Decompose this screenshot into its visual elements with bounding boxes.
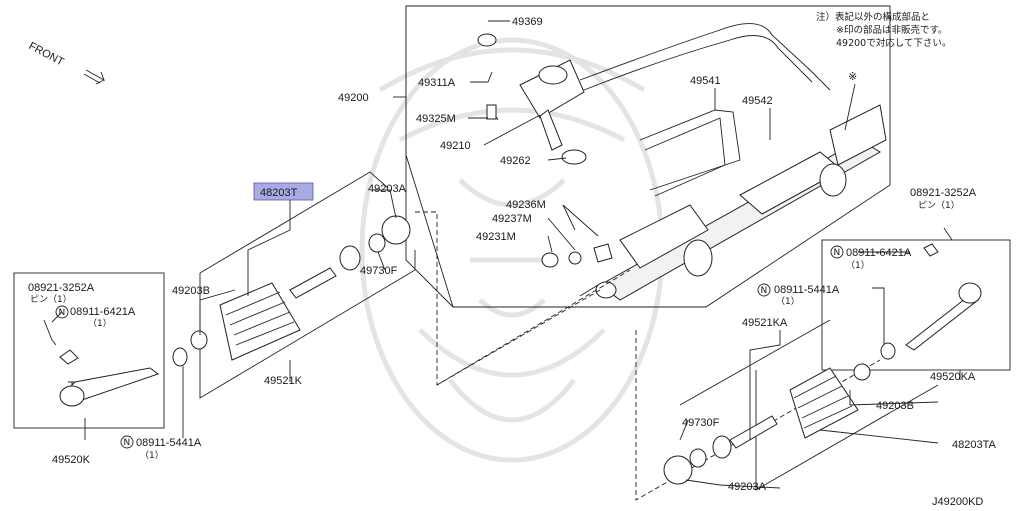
note-line-1: 注）表記以外の構成部品と	[816, 11, 930, 23]
nut-symbol-icon	[120, 435, 134, 449]
label-49325M[interactable]: 49325M	[416, 113, 456, 125]
label-49311A[interactable]: 49311A	[418, 77, 456, 89]
label-left-bottom-nut[interactable]: 08911-5441A	[136, 437, 202, 449]
label-right-mid-nut[interactable]: 08911-5441A	[774, 284, 840, 296]
nut-symbol-icon	[55, 305, 69, 319]
label-49210[interactable]: 49210	[440, 140, 471, 152]
label-48203TA[interactable]: 48203TA	[952, 439, 996, 451]
label-left-nut[interactable]: 08911-6421A	[70, 306, 136, 318]
label-49541[interactable]: 49541	[690, 75, 721, 87]
label-49203A-bottom[interactable]: 49203A	[728, 481, 767, 493]
rack-small-parts	[541, 204, 613, 268]
label-49203A-top[interactable]: 49203A	[368, 183, 407, 195]
left-tie-rod-end-box	[13, 272, 165, 429]
asterisk-mark: ※	[848, 71, 857, 83]
label-49262[interactable]: 49262	[500, 155, 531, 167]
nut-symbol-icon-text: N	[59, 308, 66, 318]
right-boot-and-rod	[663, 342, 896, 485]
label-right-nut-qty: （1）	[846, 260, 870, 271]
label-49200[interactable]: 49200	[338, 92, 369, 104]
pinion-valve-assembly	[477, 23, 831, 197]
nut-symbol-icon-text: N	[834, 248, 841, 258]
label-left-bottom-nut-qty: （1）	[140, 450, 164, 461]
label-right-nut[interactable]: 08911-6421A	[846, 247, 912, 259]
label-49520KA[interactable]: 49520KA	[930, 371, 976, 383]
drawing-code: J49200KD	[932, 496, 983, 508]
leader-lines	[51, 20, 961, 489]
front-label: FRONT	[27, 40, 66, 69]
label-49203B-left[interactable]: 49203B	[172, 285, 210, 297]
label-49520K[interactable]: 49520K	[52, 454, 91, 466]
label-49203B-right[interactable]: 49203B	[876, 400, 914, 412]
watermark-emblem	[359, 37, 665, 463]
label-49237M[interactable]: 49237M	[492, 213, 532, 225]
rack-housing: ※	[579, 71, 887, 301]
left-tie-rod-kit-frame	[199, 171, 631, 399]
note-block: 注）表記以外の構成部品と ※印の部品は非販売です。 49200で対応して下さい。	[816, 11, 951, 49]
highlighted-part-label[interactable]: 48203T	[260, 187, 298, 199]
front-arrow-icon	[83, 69, 105, 85]
label-49730F-left[interactable]: 49730F	[360, 265, 398, 277]
left-boot-and-rod	[172, 215, 411, 367]
nut-symbol-icon	[757, 283, 771, 297]
nut-symbol-icon	[830, 245, 844, 259]
label-49542[interactable]: 49542	[742, 95, 773, 107]
label-49521K[interactable]: 49521K	[264, 375, 303, 387]
label-right-pin[interactable]: 08921-3252A	[910, 187, 977, 199]
right-tie-rod-kit-frame	[635, 319, 939, 501]
label-right-pin-qty: ピン（1）	[918, 200, 960, 211]
nut-symbol-icon-text: N	[124, 438, 131, 448]
note-line-2: ※印の部品は非販売です。	[836, 24, 948, 36]
right-tie-rod-end-box	[821, 227, 1011, 371]
note-line-3: 49200で対応して下さい。	[836, 37, 951, 49]
label-49521KA[interactable]: 49521KA	[742, 317, 788, 329]
label-49369[interactable]: 49369	[512, 16, 543, 28]
label-49730F-right[interactable]: 49730F	[682, 417, 720, 429]
label-left-pin[interactable]: 08921-3252A	[28, 282, 95, 294]
label-49231M[interactable]: 49231M	[476, 231, 516, 243]
front-direction-indicator: FRONT	[27, 40, 105, 85]
label-49236M[interactable]: 49236M	[506, 199, 546, 211]
label-left-nut-qty: （1）	[88, 318, 112, 329]
label-right-mid-nut-qty: （1）	[776, 296, 800, 307]
highlighted-part-48203T[interactable]: 48203T	[253, 182, 314, 201]
part-labels: 49369 49311A 49200 49325M 49210 49262 49…	[28, 16, 996, 493]
label-left-pin-qty: ピン（1）	[30, 294, 72, 305]
nut-symbol-icon-text: N	[761, 286, 768, 296]
